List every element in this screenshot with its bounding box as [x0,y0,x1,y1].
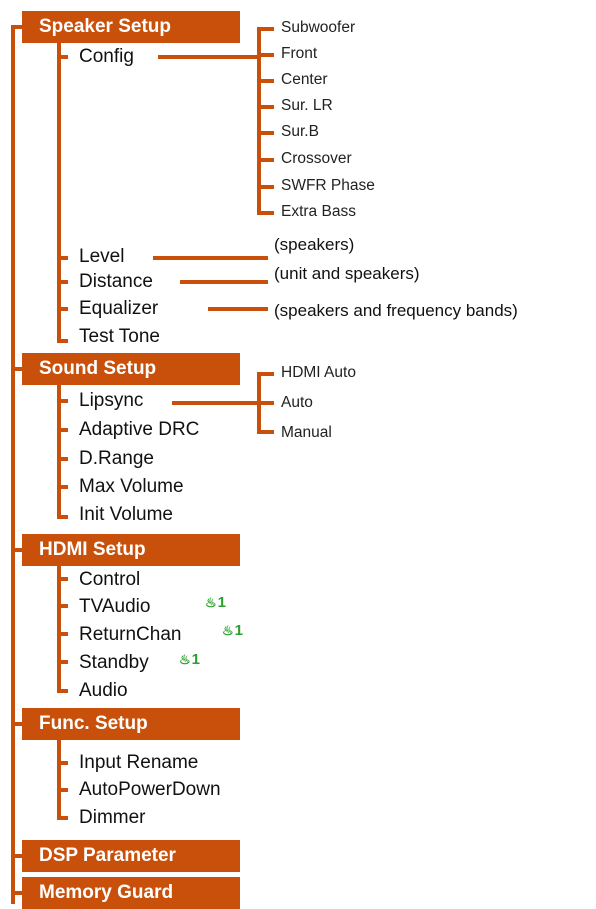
section-label: HDMI Setup [39,539,146,560]
config-item-center: Center [281,71,328,88]
config-item-extra-bass: Extra Bass [281,203,356,220]
bulb-icon: ♨ [222,623,234,638]
level-note: (speakers) [274,235,355,254]
section-dsp-parameter: DSP Parameter [22,840,240,872]
config-item-swfr-phase: SWFR Phase [281,177,375,194]
item-level: Level [79,246,125,267]
section-memory-guard: Memory Guard [22,877,240,909]
note-number: 1 [217,594,226,611]
section-speaker-setup: Speaker Setup [22,11,240,43]
lipsync-item-auto: Auto [281,394,313,411]
bulb-icon: ♨ [205,595,217,610]
note-number: 1 [234,622,243,639]
lipsync-item-manual: Manual [281,424,332,441]
section-label: DSP Parameter [39,845,176,866]
item-d-range: D.Range [79,448,154,469]
section-label: Func. Setup [39,713,148,734]
item-tv-audio: TVAudio [79,596,151,617]
item-adaptive-drc: Adaptive DRC [79,419,200,440]
note-badge-standby: ♨1 [179,651,200,669]
config-item-subwoofer: Subwoofer [281,19,356,36]
section-func-setup: Func. Setup [22,708,240,740]
item-control: Control [79,569,141,590]
note-badge-tv-audio: ♨1 [205,594,226,612]
section-label: Speaker Setup [39,16,171,37]
item-distance: Distance [79,271,153,292]
item-test-tone: Test Tone [79,326,160,347]
item-lipsync: Lipsync [79,390,144,411]
config-item-front: Front [281,45,318,62]
item-init-volume: Init Volume [79,504,173,525]
note-number: 1 [191,651,200,668]
item-return-chan: ReturnChan [79,624,182,645]
config-item-crossover: Crossover [281,150,352,167]
item-config: Config [79,46,134,67]
item-input-rename: Input Rename [79,752,199,773]
section-label: Memory Guard [39,882,174,903]
item-equalizer: Equalizer [79,298,159,319]
section-label: Sound Setup [39,358,157,379]
section-hdmi-setup: HDMI Setup [22,534,240,566]
config-item-sur-lr: Sur. LR [281,97,333,114]
item-audio: Audio [79,680,128,701]
bulb-icon: ♨ [179,652,191,667]
item-standby: Standby [79,652,149,673]
lipsync-item-hdmi-auto: HDMI Auto [281,364,356,381]
item-max-volume: Max Volume [79,476,184,497]
equalizer-note: (speakers and frequency bands) [274,301,518,320]
section-sound-setup: Sound Setup [22,353,240,385]
config-item-sur-b: Sur.B [281,123,319,140]
item-auto-power-down: AutoPowerDown [79,779,221,800]
distance-note: (unit and speakers) [274,264,420,283]
note-badge-return-chan: ♨1 [222,622,243,640]
item-dimmer: Dimmer [79,807,146,828]
